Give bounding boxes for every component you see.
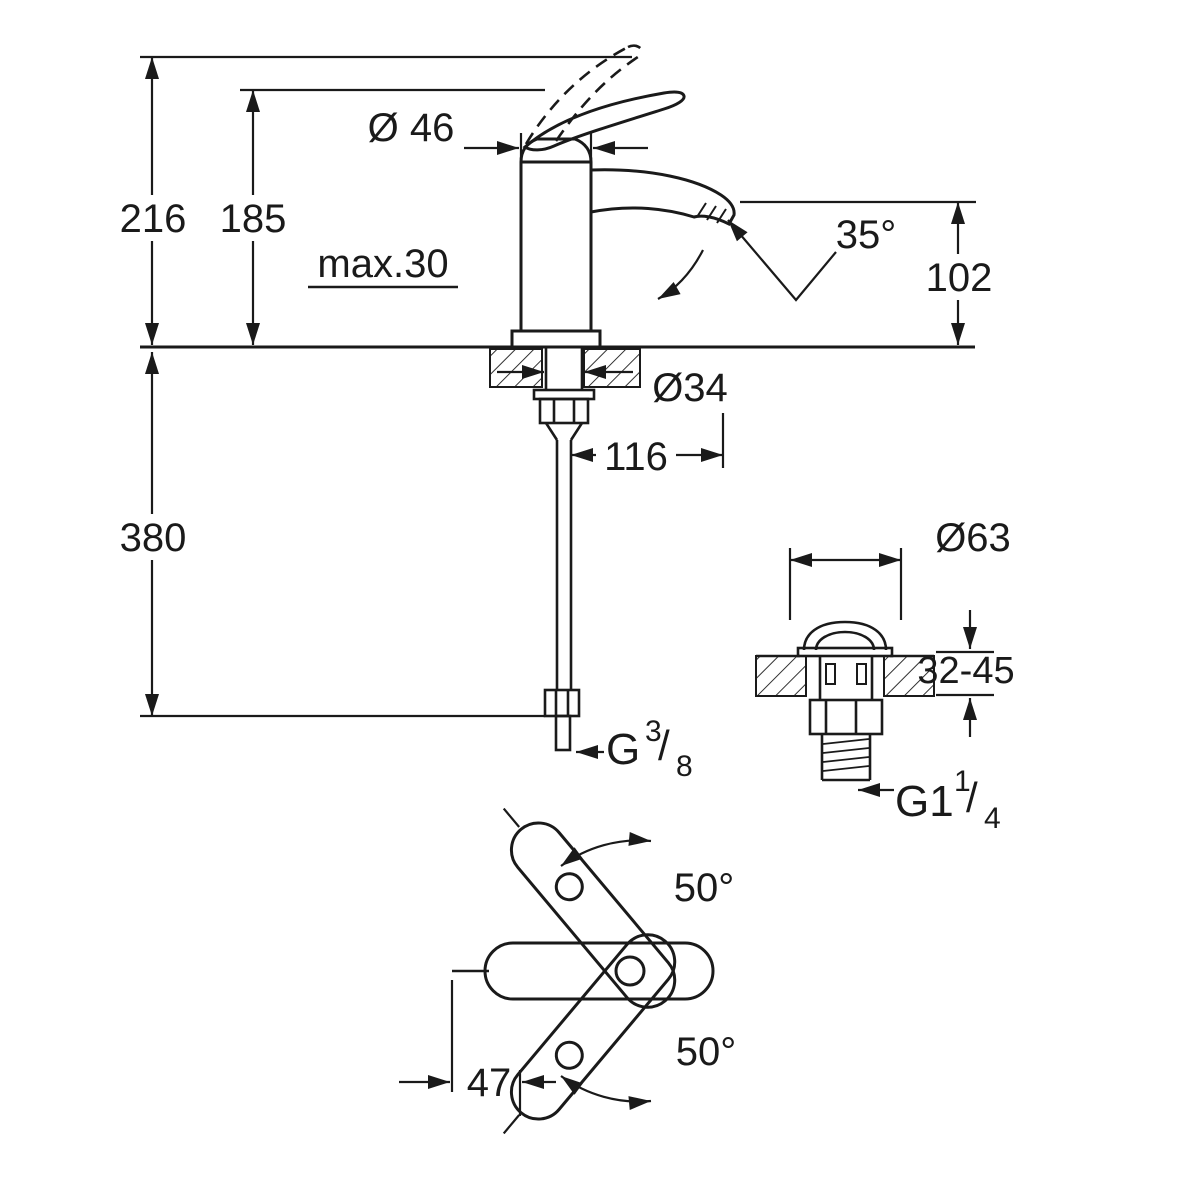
leader-35deg [727,219,837,302]
label-halos [114,195,998,560]
drain-body [818,656,874,700]
counter-hatch-left [489,348,543,388]
label-swivel-bottom: 50° [676,1030,737,1074]
faucet-lever [522,90,686,152]
label-dia-drain-flange: Ø63 [935,516,1011,560]
hose-end-nut [543,688,581,718]
faucet-top-view [452,807,715,1135]
counter-hatch-right [583,348,641,388]
label-dia-base: Ø 46 [368,106,455,150]
label-thread-hose-sub: 8 [676,750,693,783]
aerator-lines [696,202,727,224]
dimension-labels: 216 185 Ø 46 max.30 35° 102 Ø34 116 380 … [120,106,1015,1105]
label-thread-hose-sup: 3 [645,715,662,748]
shank-washer [532,388,596,401]
faucet-base-plate [510,329,602,349]
shank-reducer [544,422,584,441]
drain-nut [808,698,884,736]
ext-dia63 [788,548,903,620]
faucet-side-view [510,44,736,349]
label-thread-drain-slash: / [966,774,978,821]
label-counter-range: 32-45 [917,650,1014,692]
drain-slot-left [825,663,836,685]
label-swivel-top: 50° [674,866,735,910]
drain-slot-right [856,663,867,685]
label-thread-drain-sub: 4 [984,802,1001,835]
swivel-arc-top [560,831,652,867]
drain-cap-inner [814,630,876,651]
faucet-spout [590,168,736,226]
label-thread-hose-slash: / [658,722,670,769]
label-max-thickness: max.30 [317,242,448,286]
drain-fitting [755,620,935,782]
drain-cap-dome [802,620,888,651]
label-thread-hose-main: G [606,725,640,774]
flexible-hose [555,440,573,690]
label-height-total: 216 [120,197,187,241]
drain-counter-hatch-right [883,655,935,697]
thread-labels: G 3 / 8 G1 1 / 4 [606,715,1001,835]
label-height-body: 185 [220,197,287,241]
counter-section [140,345,975,388]
water-flow-arrow [657,249,704,300]
faucet-lever-raised-dashed [524,44,646,145]
lever-position-up [502,807,677,1009]
drain-flange [796,646,894,658]
label-dia-hole: Ø34 [652,366,728,410]
ext-dia46 [519,133,593,159]
label-thread-drain-main: G1 [895,777,954,826]
label-spout-height: 102 [926,256,993,300]
ext-32-45 [936,650,994,697]
label-lever-width: 47 [467,1061,512,1105]
label-hose-length: 380 [120,516,187,560]
lever-position-down [502,933,677,1135]
hose-nipple [554,714,572,752]
label-spout-angle: 35° [836,213,897,257]
shank-and-hose [532,347,596,752]
drain-thread [820,734,872,782]
swivel-arc-bottom [560,1075,652,1111]
label-thread-drain-sup: 1 [954,765,971,798]
mounting-shank [544,347,584,390]
lever-top-outline [483,941,715,1001]
faucet-body [519,160,593,331]
cartridge-circle [614,955,646,987]
drain-counter-hatch-left [755,655,807,697]
label-spout-reach: 116 [604,435,668,479]
shank-nut [538,397,590,425]
